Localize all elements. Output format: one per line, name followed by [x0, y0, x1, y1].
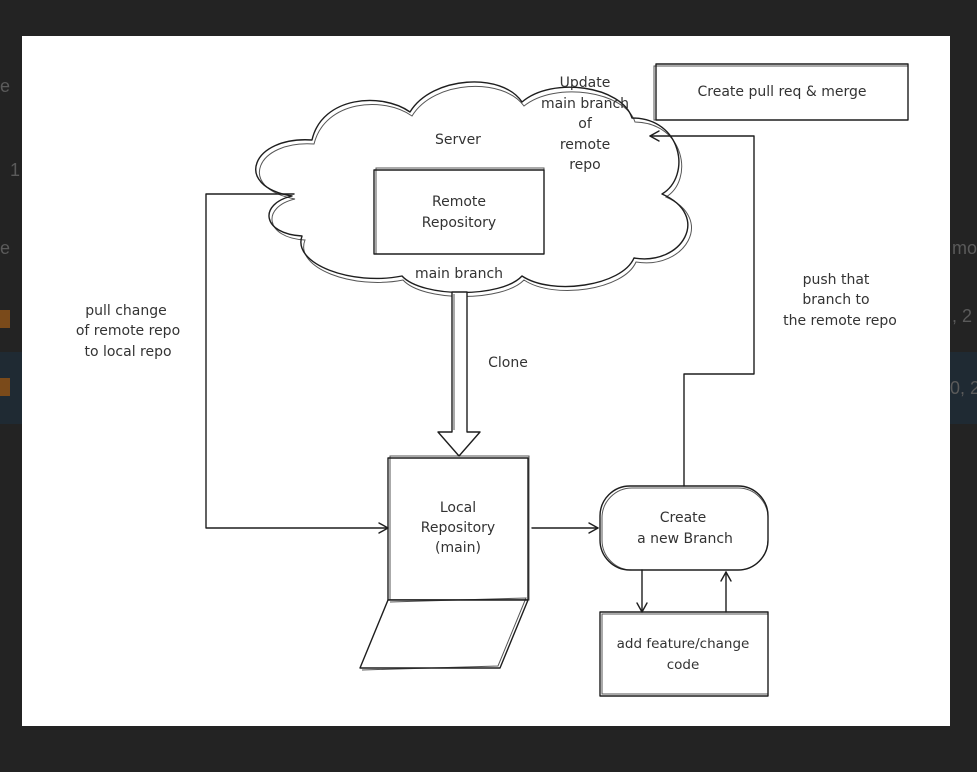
update-note: of	[578, 116, 593, 132]
backdrop-text: , 2	[952, 306, 973, 326]
backdrop-text: e	[0, 76, 11, 96]
update-note: remote	[560, 137, 610, 153]
pull-note: pull change	[85, 303, 167, 319]
pull-request-box	[653, 63, 909, 121]
local-repo-label: Repository	[421, 520, 495, 536]
local-repository-laptop	[359, 455, 530, 671]
clone-arrow	[437, 291, 481, 457]
push-note: the remote repo	[783, 313, 897, 329]
remote-repo-label: Repository	[422, 215, 496, 231]
feature-change-box	[599, 611, 769, 697]
backdrop-text: e	[0, 238, 11, 258]
new-branch-label: Create	[660, 510, 707, 526]
backdrop-badge	[0, 310, 10, 328]
remote-repository-box	[373, 167, 545, 255]
push-note: branch to	[802, 292, 869, 308]
server-cloud	[255, 81, 692, 297]
pull-request-label: Create pull req & merge	[698, 84, 867, 100]
git-workflow-diagram: Server Remote Repository main branch Upd…	[76, 63, 909, 697]
diagram-panel: Server Remote Repository main branch Upd…	[22, 36, 950, 726]
feature-label: add feature/change	[617, 636, 750, 652]
local-repo-label: (main)	[435, 540, 481, 556]
backdrop-badge	[0, 378, 10, 396]
push-branch-arrow	[649, 130, 755, 487]
pull-note: to local repo	[84, 344, 171, 360]
remote-repo-label: Remote	[432, 194, 486, 210]
pull-change-arrow	[205, 193, 389, 534]
feature-label: code	[667, 657, 700, 673]
update-note: repo	[569, 157, 601, 173]
server-label: Server	[435, 132, 481, 148]
new-branch-label: a new Branch	[637, 531, 733, 547]
main-branch-label: main branch	[415, 266, 503, 282]
new-branch-box	[599, 485, 769, 571]
clone-label: Clone	[488, 355, 528, 371]
update-note: main branch	[541, 96, 629, 112]
pull-note: of remote repo	[76, 323, 180, 339]
backdrop-text: 0, 2	[950, 378, 977, 398]
update-note: Update	[560, 75, 611, 91]
local-repo-label: Local	[440, 500, 476, 516]
backdrop-text: mo	[952, 238, 977, 258]
push-note: push that	[803, 272, 870, 288]
backdrop-text: 1	[10, 160, 21, 180]
